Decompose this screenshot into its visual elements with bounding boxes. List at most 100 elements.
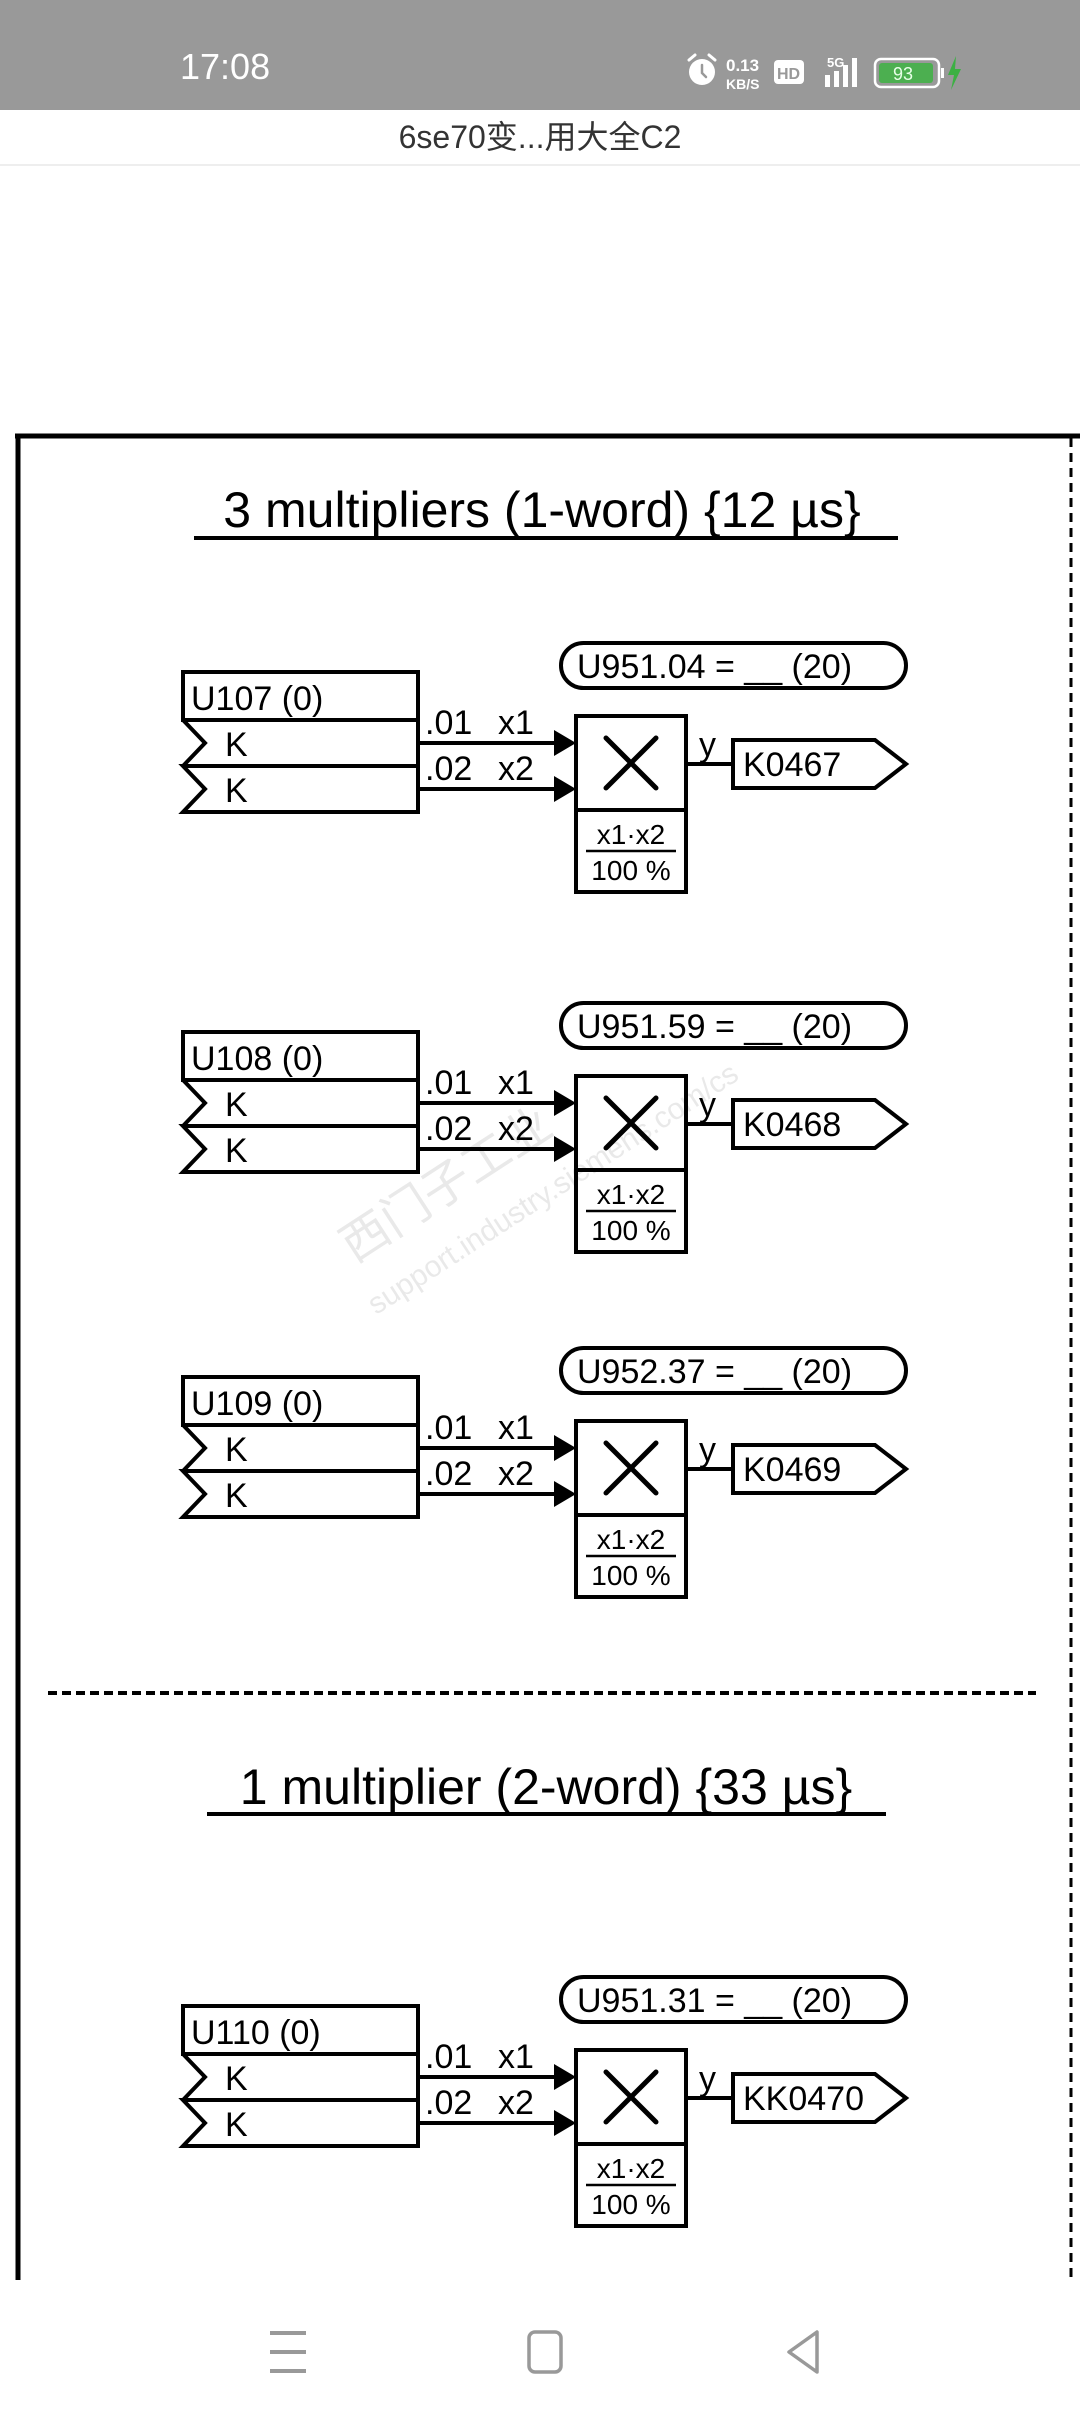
output-connector-tag	[731, 1098, 910, 1150]
index-label: .01	[425, 704, 472, 742]
signal-icon: 5G	[825, 55, 857, 87]
status-bar: 17:08 0.13 KB/S HD 5G 93	[0, 0, 1080, 110]
arrow-head-icon	[554, 730, 576, 756]
parameter-label: U110 (0)	[191, 2014, 321, 2052]
connector-input-rows	[178, 718, 420, 814]
input-label: x1	[498, 704, 534, 742]
menu-lines-icon	[270, 2331, 306, 2373]
recents-button[interactable]	[258, 2322, 318, 2382]
multiplier-box	[574, 714, 688, 894]
connector-type-label: K	[225, 1132, 248, 1170]
status-icons: 0.13 KB/S HD 5G 93	[687, 53, 961, 92]
arrow-head-icon	[554, 1136, 576, 1162]
formula-numerator: x1·x2	[597, 1524, 665, 1555]
connector-type-label: K	[225, 2106, 248, 2144]
connector-type-label: K	[225, 726, 248, 764]
multiplier-box	[574, 1419, 688, 1599]
arrow-head-icon	[554, 776, 576, 802]
output-signal-label: y	[699, 1431, 716, 1469]
output-connector-tag	[731, 2072, 910, 2124]
arrow-head-icon	[554, 1481, 576, 1507]
input-label: x2	[498, 750, 534, 788]
home-button[interactable]	[515, 2322, 575, 2382]
connector-input-rows	[178, 1078, 420, 1174]
multiply-x-icon	[603, 2069, 659, 2125]
connector-type-label: K	[225, 2060, 248, 2098]
connector-type-label: K	[225, 772, 248, 810]
connector-type-label: K	[225, 1086, 248, 1124]
sampling-time-label: U951.31 = __ (20)	[577, 1982, 852, 2020]
arrow-head-icon	[554, 2064, 576, 2090]
section-title-1word: 3 multipliers (1-word) {12 µs}	[223, 482, 860, 538]
input-label: x2	[498, 2084, 534, 2122]
charging-icon	[948, 56, 961, 90]
connector-input-rows	[178, 1423, 420, 1519]
output-signal-label: y	[699, 1086, 716, 1124]
connector-input-rows	[178, 2052, 420, 2148]
output-signal-label: y	[699, 726, 716, 764]
network-type: 5G	[827, 55, 844, 70]
arrow-head-icon	[554, 1090, 576, 1116]
formula-numerator: x1·x2	[597, 2153, 665, 2184]
net-speed-value: 0.13	[726, 56, 759, 75]
status-time: 17:08	[180, 46, 271, 87]
arrow-head-icon	[554, 1435, 576, 1461]
battery-icon: 93	[873, 57, 944, 89]
multiply-x-icon	[603, 1440, 659, 1496]
output-connector-label: K0468	[743, 1106, 841, 1144]
formula-denominator: 100 %	[591, 855, 670, 886]
parameter-label: U109 (0)	[191, 1385, 323, 1423]
formula-numerator: x1·x2	[597, 1179, 665, 1210]
connector-type-label: K	[225, 1477, 248, 1515]
multiply-x-icon	[603, 735, 659, 791]
sampling-time-label: U951.04 = __ (20)	[577, 648, 852, 686]
index-label: .02	[425, 1455, 472, 1493]
multiplier-block: U951.04 = __ (20) U107 (0) KK .01 x1 .02 x2 x1·…	[178, 641, 910, 894]
arrow-head-icon	[554, 2110, 576, 2136]
navigation-bar	[0, 2280, 1080, 2412]
document-title: 6se70变...用大全C2	[398, 119, 682, 155]
input-label: x1	[498, 2038, 534, 2076]
hd-icon: HD	[774, 60, 804, 84]
input-label: x2	[498, 1455, 534, 1493]
input-label: x1	[498, 1064, 534, 1102]
output-connector-tag	[731, 738, 910, 790]
multiplier-box	[574, 1074, 688, 1254]
index-label: .02	[425, 1110, 472, 1148]
multiplier-box	[574, 2048, 688, 2228]
index-label: .01	[425, 1064, 472, 1102]
battery-level: 93	[893, 64, 913, 84]
sampling-time-oval	[559, 1001, 908, 1050]
net-speed-unit: KB/S	[726, 76, 759, 92]
index-label: .02	[425, 750, 472, 788]
output-connector-tag	[731, 1443, 910, 1495]
parameter-label: U108 (0)	[191, 1040, 323, 1078]
sampling-time-label: U952.37 = __ (20)	[577, 1353, 852, 1391]
home-square-icon	[527, 2330, 563, 2374]
document-title-bar: 6se70变...用大全C2	[0, 110, 1080, 166]
input-label: x1	[498, 1409, 534, 1447]
output-signal-label: y	[699, 2060, 716, 2098]
sampling-time-oval	[559, 641, 908, 690]
index-label: .01	[425, 1409, 472, 1447]
sampling-time-oval	[559, 1975, 908, 2024]
back-button[interactable]	[773, 2322, 833, 2382]
parameter-label: U107 (0)	[191, 680, 323, 718]
formula-numerator: x1·x2	[597, 819, 665, 850]
index-label: .01	[425, 2038, 472, 2076]
output-connector-label: KK0470	[743, 2080, 864, 2118]
output-connector-label: K0469	[743, 1451, 841, 1489]
back-triangle-icon	[787, 2330, 819, 2374]
formula-denominator: 100 %	[591, 1215, 670, 1246]
hd-label: HD	[777, 66, 800, 83]
multiplier-block: U952.37 = __ (20) U109 (0) KK .01 x1 .02 x2 x1·…	[178, 1346, 910, 1599]
connector-type-label: K	[225, 1431, 248, 1469]
multiply-x-icon	[603, 1095, 659, 1151]
section-title-2word: 1 multiplier (2-word) {33 µs}	[240, 1759, 852, 1815]
sampling-time-oval	[559, 1346, 908, 1395]
formula-denominator: 100 %	[591, 2189, 670, 2220]
input-label: x2	[498, 1110, 534, 1148]
